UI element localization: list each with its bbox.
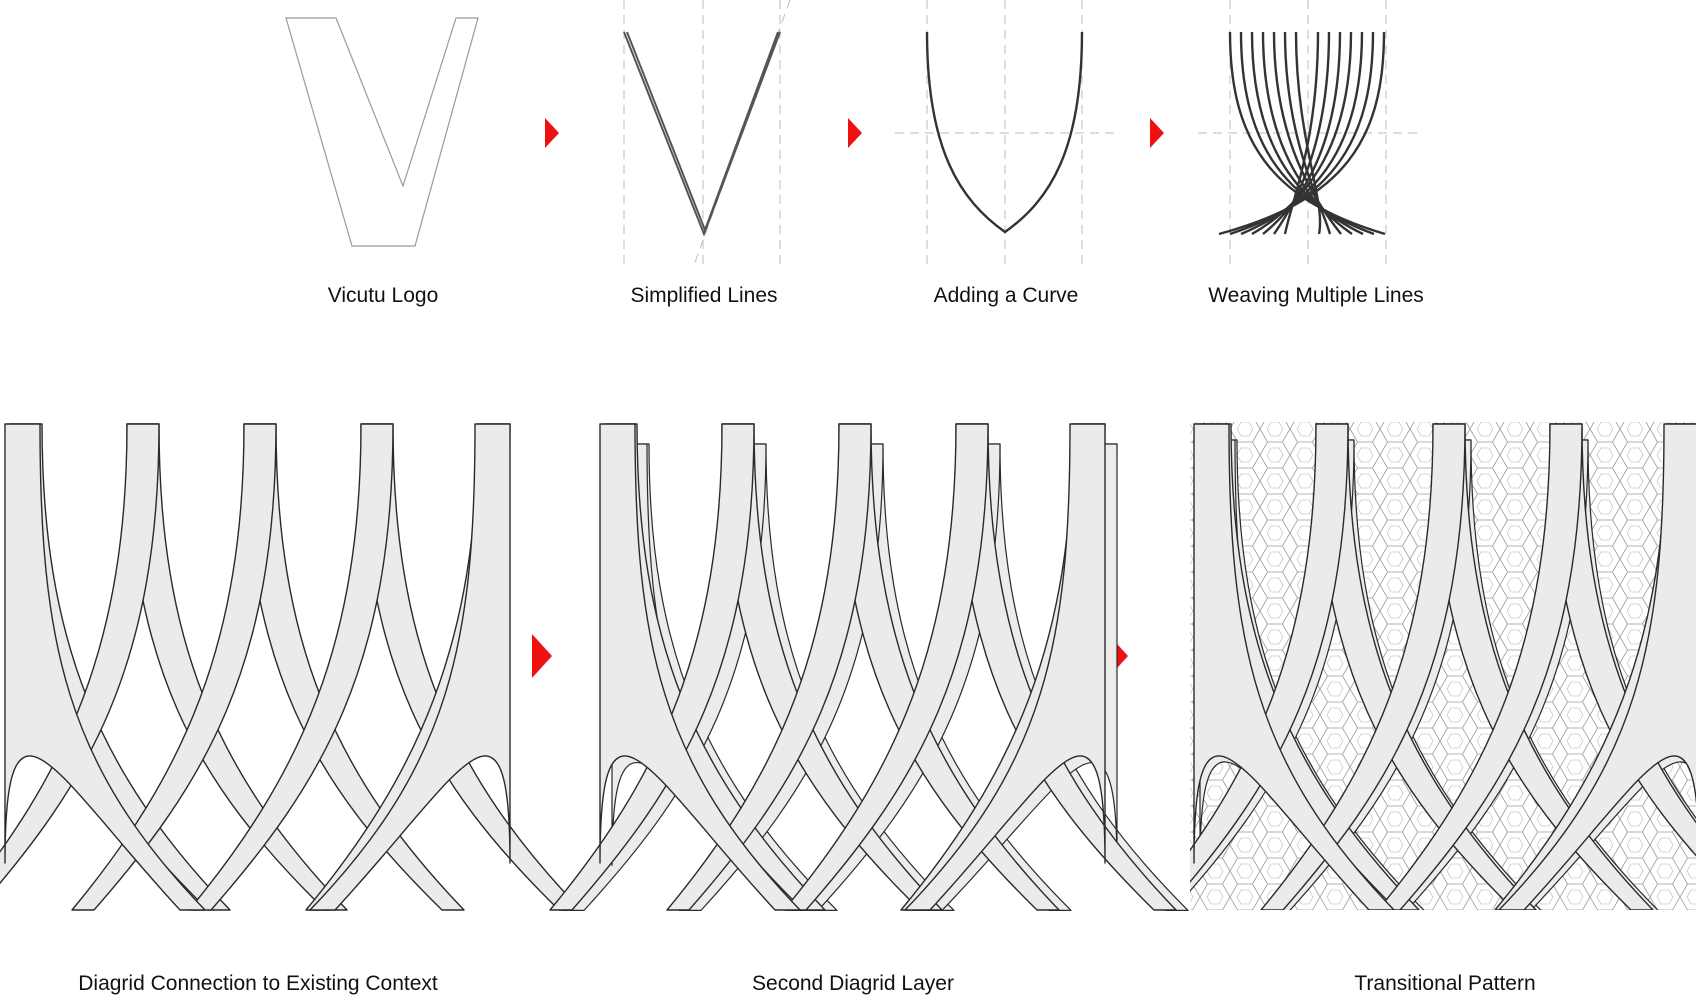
v-logo-outline: [285, 17, 479, 247]
diagrid-band: [0, 423, 160, 885]
diagrid-band: [188, 423, 394, 911]
panel-diagrid-connection: [0, 423, 582, 911]
diagrid-edge-band: [1498, 423, 1696, 910]
diagrid-edge-band: [4, 423, 206, 911]
diagrid-edge-band: [309, 423, 511, 911]
panel-transitional-pattern: [1190, 422, 1696, 910]
arrow-icon-4: [532, 634, 552, 678]
diagrid-band: [1377, 423, 1583, 910]
diagrid-band: [549, 423, 755, 911]
panel-adding-a-curve: [895, 0, 1118, 265]
diagrid-band: [666, 423, 872, 911]
panel-vicutu-logo: [285, 17, 479, 247]
arrow-icon-2: [848, 118, 862, 148]
panel-second-diagrid-layer: [549, 423, 1189, 911]
caption-diagrid-connection: Diagrid Connection to Existing Context: [78, 972, 438, 995]
caption-second-diagrid-layer: Second Diagrid Layer: [752, 972, 954, 995]
diagrid-band: [71, 423, 277, 911]
diagrid-band: [783, 423, 989, 911]
diagrid-band: [1549, 423, 1696, 857]
caption-transitional-pattern: Transitional Pattern: [1354, 972, 1535, 995]
arrow-icon-3: [1150, 118, 1164, 148]
panel-weaving-lines: [1198, 0, 1420, 265]
caption-vicutu-logo: Vicutu Logo: [328, 284, 439, 307]
caption-simplified-lines: Simplified Lines: [630, 284, 777, 307]
diagrid-band: [1190, 423, 1349, 884]
caption-weaving-lines: Weaving Multiple Lines: [1208, 284, 1424, 307]
diagrid-edge-band: [1193, 423, 1395, 910]
panel-simplified-lines: [623, 0, 791, 266]
diagrid-band: [1260, 423, 1466, 910]
diagrid-edge-band: [904, 423, 1106, 911]
arrow-icon-1: [545, 118, 559, 148]
diagrid-edge-band: [599, 423, 801, 911]
caption-adding-a-curve: Adding a Curve: [934, 284, 1079, 307]
